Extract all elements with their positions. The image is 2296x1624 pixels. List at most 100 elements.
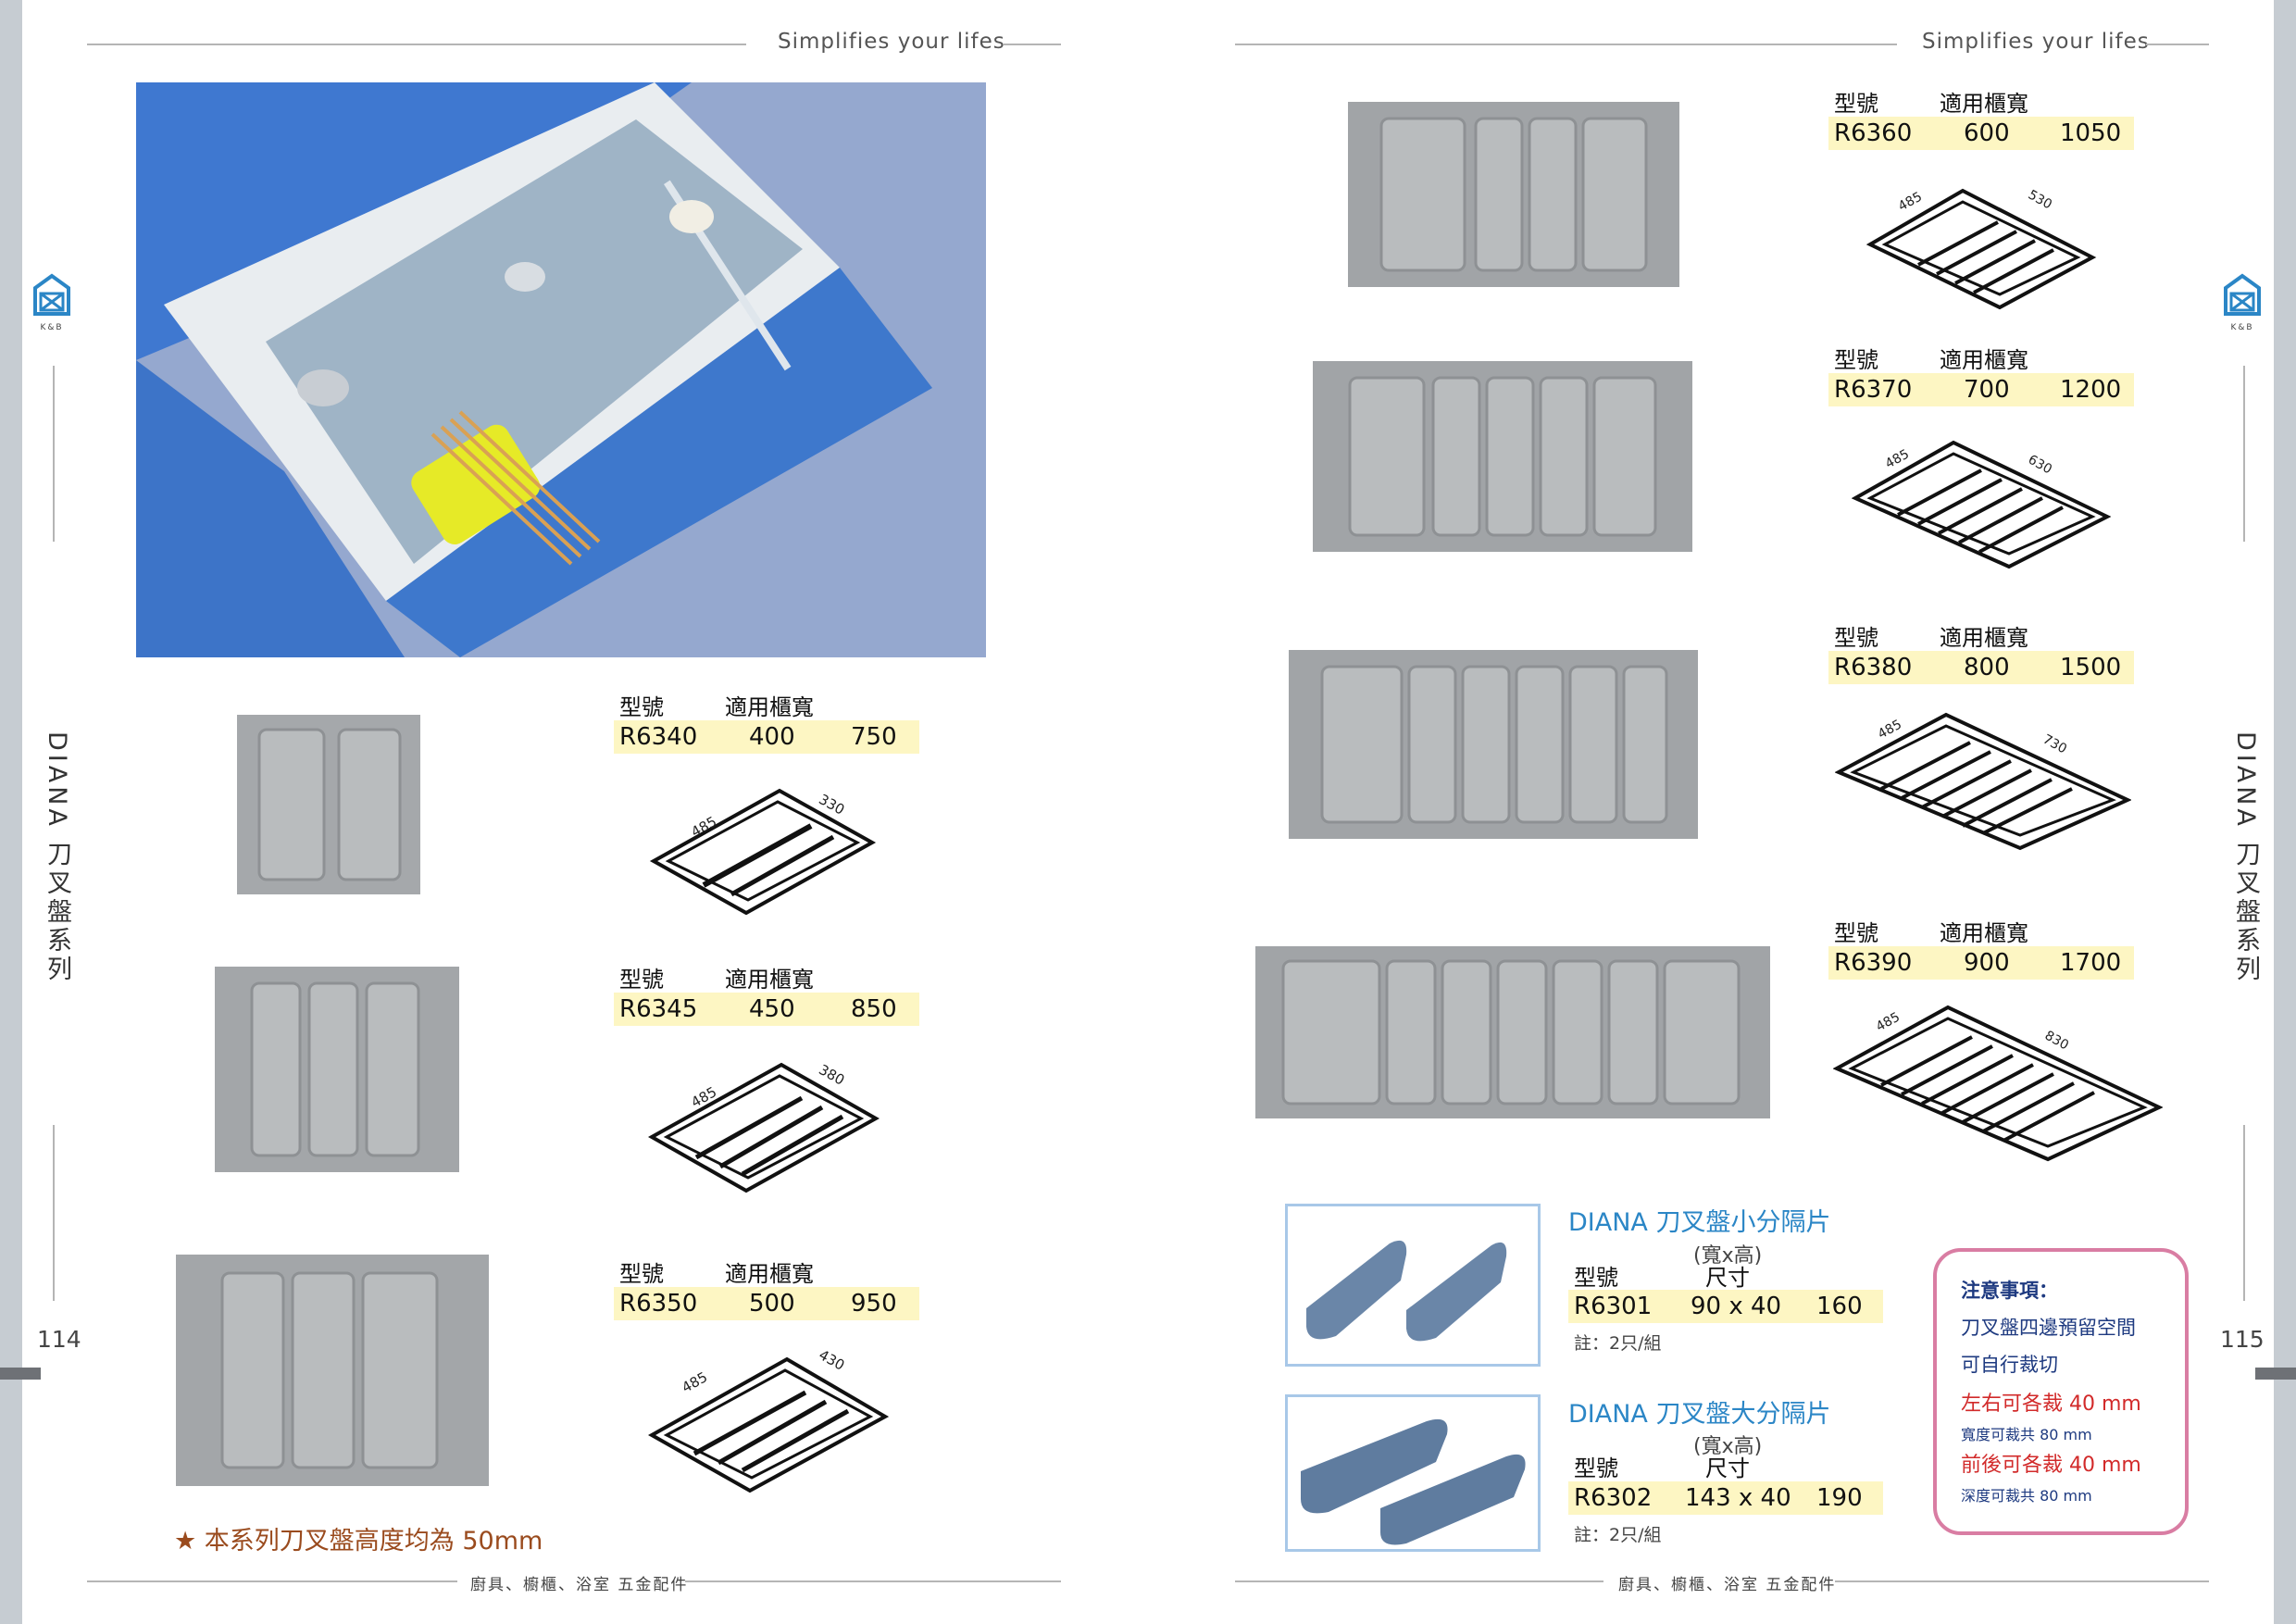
tray-width: 1200 — [2060, 376, 2122, 404]
spec-block-r6350: 型號 適用櫃寬 R6350 500 950 — [614, 1254, 919, 1322]
side-rule-right-bottom — [2243, 1125, 2245, 1301]
spec-row: R6340 400 750 — [614, 720, 919, 754]
model-number: R6380 — [1834, 654, 1913, 681]
tray-outline-drawing — [1851, 440, 2112, 569]
tray-image-r6350 — [176, 1255, 489, 1486]
footer-text-left: 廚具、櫥櫃、浴室 五金配件 — [470, 1576, 689, 1594]
divider-length: 190 — [1816, 1484, 1863, 1512]
header-rule-right-b — [2146, 44, 2209, 45]
side-title-right: DIANA 刀叉盤系列 — [2231, 731, 2260, 985]
cabinet-width: 450 — [749, 995, 795, 1023]
divider-length: 160 — [1816, 1293, 1863, 1320]
page-number-left: 114 — [37, 1326, 81, 1353]
divider-size: 90 x 40 — [1691, 1293, 1782, 1320]
model-number: R6345 — [619, 995, 698, 1023]
spec-cabinet-label: 適用櫃寬 — [1940, 920, 2028, 946]
tray-line-drawing-r6350: 485 430 — [647, 1346, 890, 1495]
tray-width: 950 — [851, 1290, 897, 1318]
spec-row: R6380 800 1500 — [1828, 651, 2134, 684]
notice-line-small: 深度可裁共 80 mm — [1961, 1487, 2092, 1505]
size-label-top: (寬x高) — [1693, 1244, 1763, 1268]
spec-block-r6370: 型號 適用櫃寬 R6370 700 1200 — [1828, 340, 2134, 408]
tray-width: 750 — [851, 723, 897, 751]
tray-photo — [1255, 946, 1770, 1118]
spec-row: R6345 450 850 — [614, 993, 919, 1026]
model-number: R6350 — [619, 1290, 698, 1318]
house-logo-icon — [2224, 273, 2261, 316]
tray-line-drawing-r6360: 485 530 — [1866, 181, 2098, 311]
model-label: 型號 — [1574, 1455, 1618, 1481]
spec-block-r6360: 型號 適用櫃寬 R6360 600 1050 — [1828, 83, 2134, 152]
height-note: ★ 本系列刀叉盤高度均為 50mm — [174, 1527, 543, 1555]
small-divider-photo — [1285, 1204, 1541, 1367]
header-rule-left-a — [87, 44, 746, 45]
spec-block-r6340: 型號 適用櫃寬 R6340 400 750 — [614, 687, 919, 756]
divider-size: 143 x 40 — [1685, 1484, 1791, 1512]
notice-title: 注意事項： — [1961, 1280, 2058, 1302]
model-number: R6340 — [619, 723, 698, 751]
model-label: 型號 — [1574, 1265, 1618, 1291]
footer-rule-left-a — [87, 1580, 457, 1582]
header-rule-left-b — [1004, 44, 1061, 45]
side-rule-right-top — [2243, 366, 2245, 542]
notice-box: 注意事項： 刀叉盤四邊預留空間 可自行裁切 左右可各裁 40 mm 寬度可裁共 … — [1933, 1248, 2189, 1535]
footer-rule-left-b — [685, 1580, 1061, 1582]
notice-line-highlight: 左右可各裁 40 mm — [1961, 1393, 2141, 1416]
model-number: R6302 — [1574, 1484, 1653, 1512]
tray-photo — [1313, 361, 1692, 552]
large-divider-photo — [1285, 1394, 1541, 1552]
tray-line-drawing-r6390: 485 830 — [1832, 996, 2164, 1163]
tray-outline-drawing — [647, 1062, 880, 1193]
tray-outline-drawing — [647, 1356, 890, 1493]
notice-line-small: 寬度可裁共 80 mm — [1961, 1426, 2092, 1443]
spec-row: R6370 700 1200 — [1828, 373, 2134, 406]
notice-line: 可自行裁切 — [1961, 1354, 2058, 1376]
tray-line-drawing-r6380: 485 730 — [1834, 704, 2132, 852]
house-logo-icon — [33, 273, 70, 316]
tray-photo — [215, 967, 459, 1172]
large-divider-title: DIANA 刀叉盤大分隔片 — [1568, 1400, 1831, 1429]
side-title-left: DIANA 刀叉盤系列 — [43, 731, 71, 985]
notice-line: 刀叉盤四邊預留空間 — [1961, 1317, 2136, 1339]
header-rule-right-a — [1235, 44, 1897, 45]
tray-outline-drawing — [649, 788, 877, 916]
spec-cabinet-label: 適用櫃寬 — [1940, 347, 2028, 373]
footer-text-right: 廚具、櫥櫃、浴室 五金配件 — [1618, 1576, 1837, 1594]
cabinet-width: 400 — [749, 723, 795, 751]
right-edge-tab — [2255, 1368, 2296, 1380]
spec-model-label: 型號 — [1834, 625, 1878, 651]
spec-model-label: 型號 — [1834, 920, 1878, 946]
tray-photo — [1348, 102, 1679, 287]
divider-photo — [1306, 1240, 1507, 1342]
spec-model-label: 型號 — [1834, 91, 1878, 117]
spec-block-r6380: 型號 適用櫃寬 R6380 800 1500 — [1828, 618, 2134, 686]
small-divider-note: 註：2只/組 — [1574, 1333, 1662, 1354]
cabinet-width: 600 — [1964, 119, 2010, 147]
divider-photo — [1301, 1418, 1526, 1545]
logo-text: K&B — [40, 323, 64, 332]
notice-line-highlight: 前後可各裁 40 mm — [1961, 1454, 2141, 1477]
tray-image-r6380 — [1289, 650, 1698, 839]
tray-width: 1700 — [2060, 949, 2122, 977]
tray-image-r6390 — [1255, 946, 1770, 1118]
spec-block-r6345: 型號 適用櫃寬 R6345 450 850 — [614, 959, 919, 1028]
tagline-left: Simplifies your lifes — [778, 30, 1005, 54]
tray-line-drawing-r6340: 485 330 — [648, 785, 880, 916]
drawer-photo-illustration — [136, 82, 986, 657]
brand-logo-right: K&B — [2222, 273, 2263, 332]
tray-width: 1500 — [2060, 654, 2122, 681]
tray-image-r6340 — [237, 715, 420, 894]
tray-width: 1050 — [2060, 119, 2122, 147]
spec-block-r6390: 型號 適用櫃寬 R6390 900 1700 — [1828, 913, 2134, 981]
spec-model-label: 型號 — [619, 1261, 664, 1287]
spec-row: R6350 500 950 — [614, 1287, 919, 1320]
model-number: R6390 — [1834, 949, 1913, 977]
logo-text: K&B — [2230, 323, 2254, 332]
size-label: 尺寸 — [1705, 1455, 1750, 1481]
tray-line-drawing-r6370: 485 630 — [1851, 431, 2112, 570]
tray-image-r6345 — [215, 967, 459, 1172]
spec-cabinet-label: 適用櫃寬 — [725, 694, 814, 720]
tray-line-drawing-r6345: 485 380 — [647, 1057, 880, 1196]
spec-row: R6390 900 1700 — [1828, 946, 2134, 980]
tray-image-r6360 — [1348, 102, 1679, 287]
